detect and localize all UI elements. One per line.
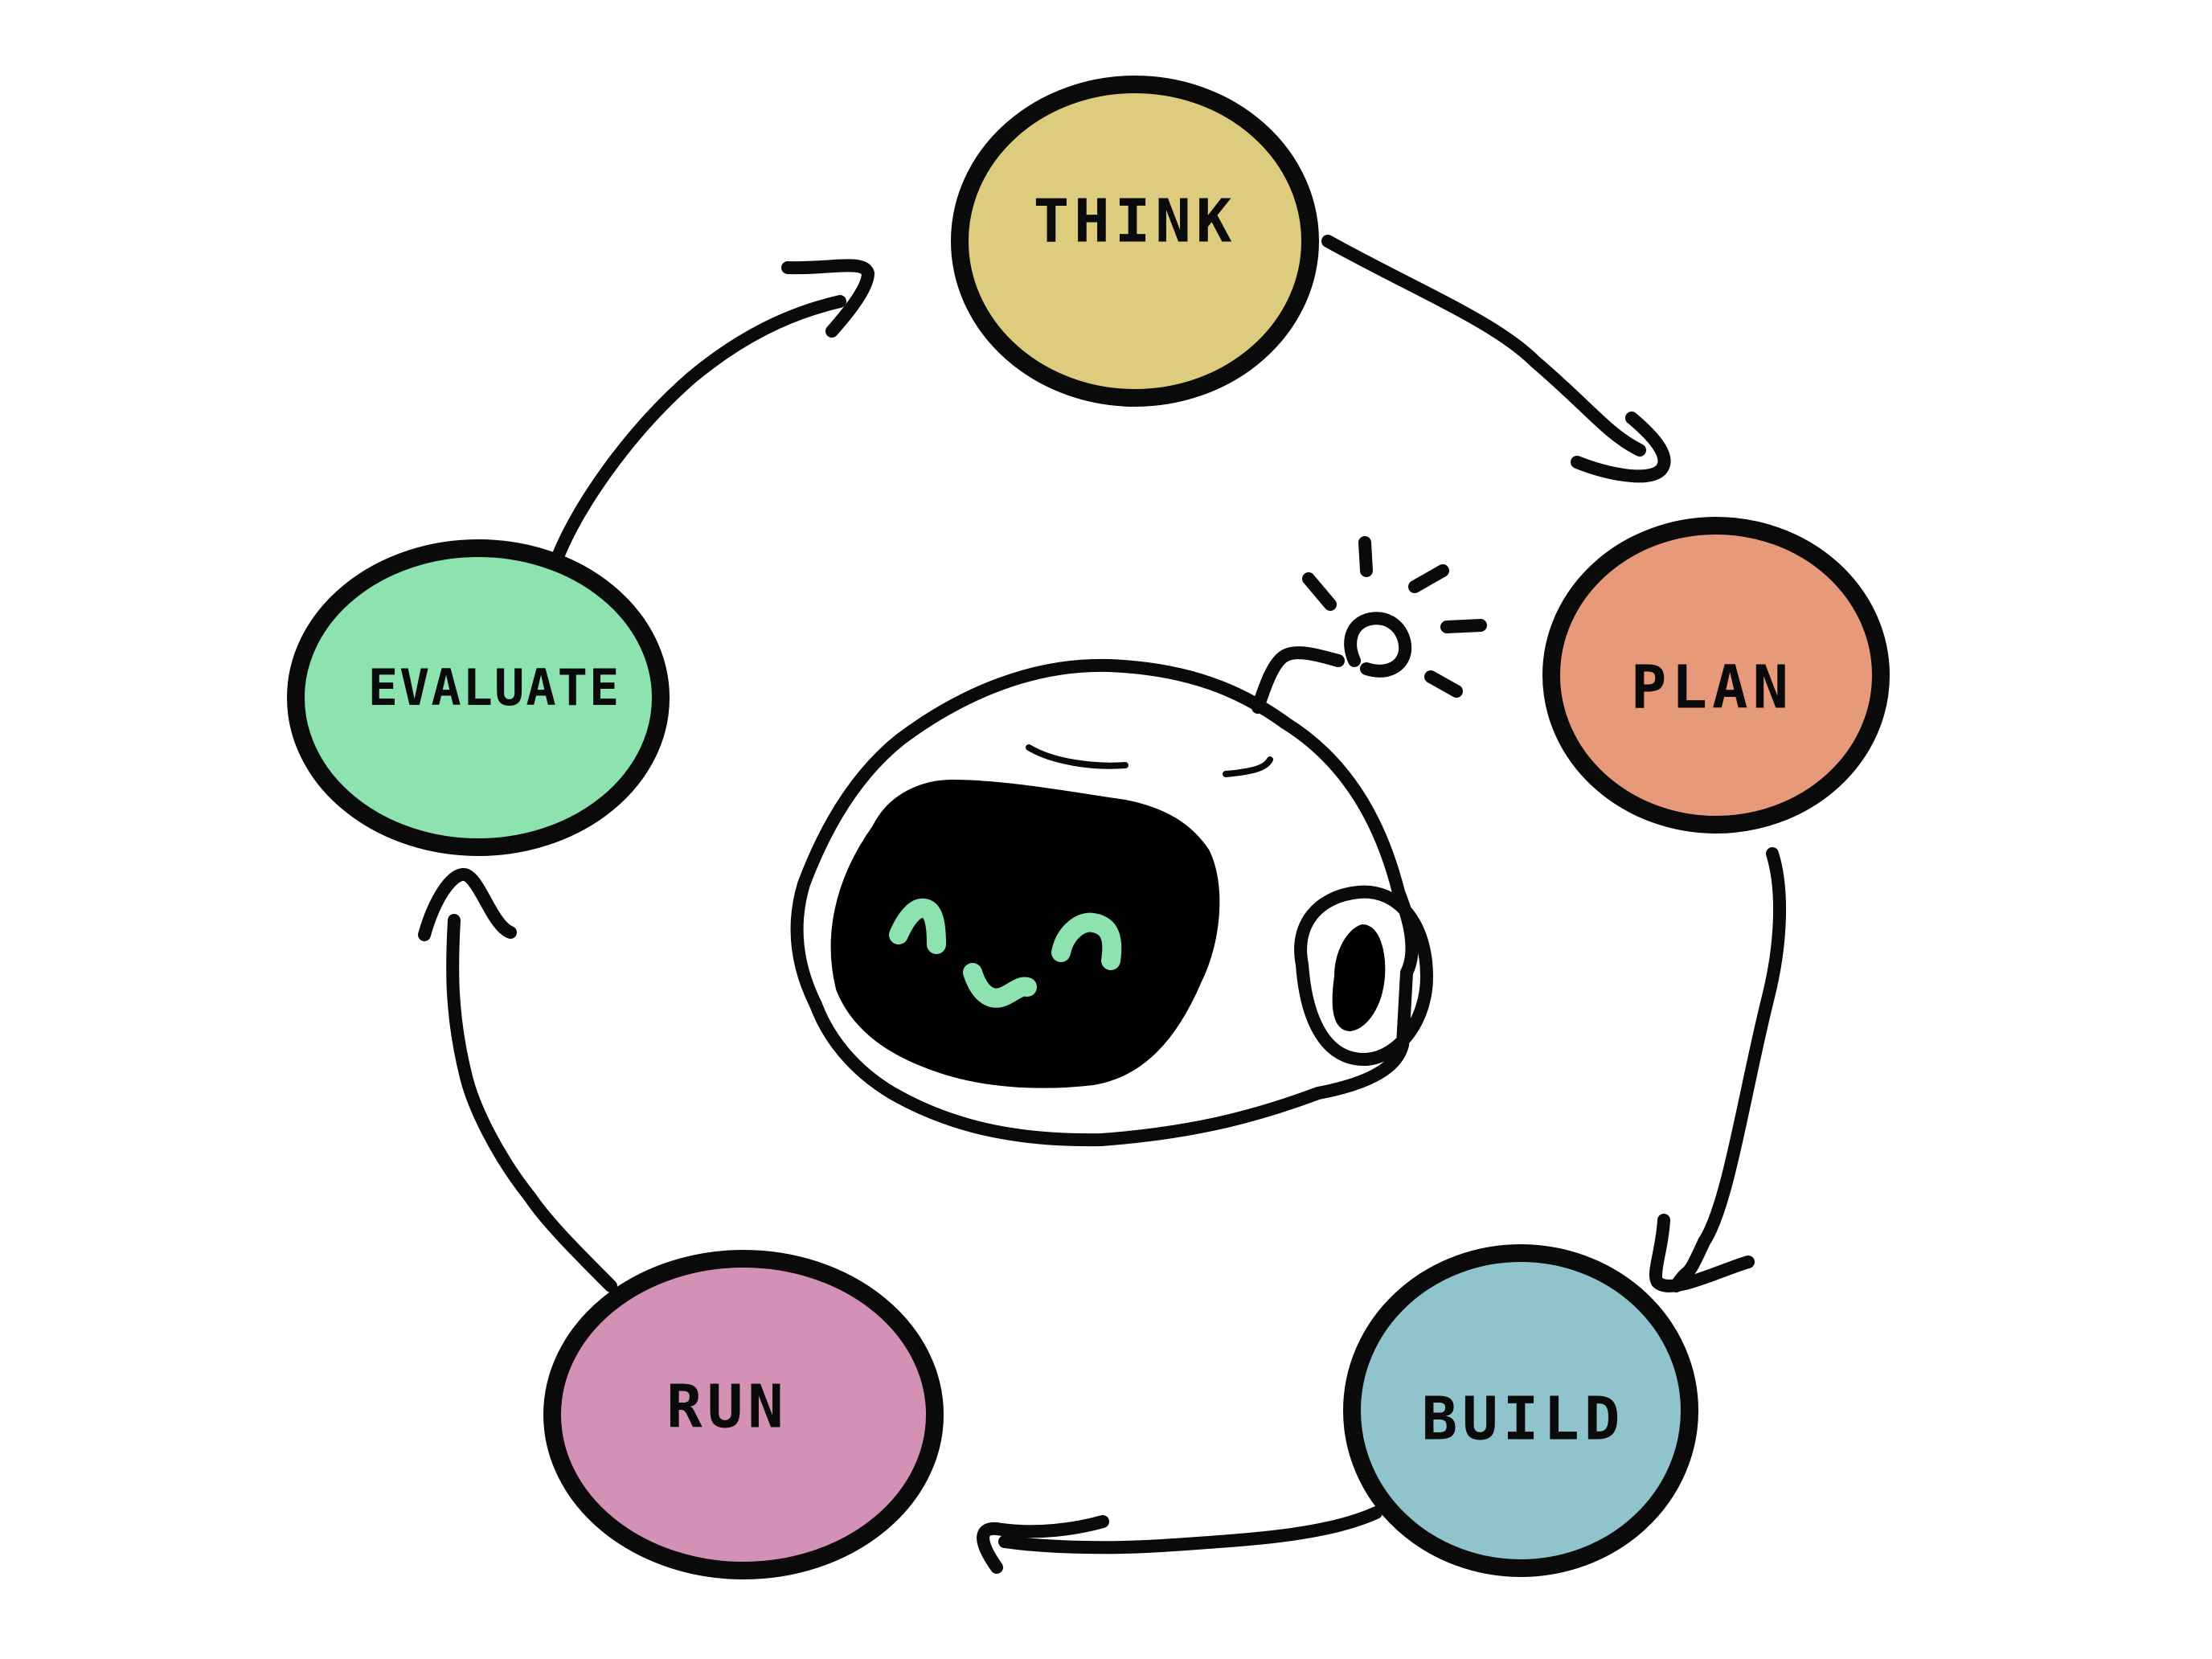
arrow-evaluate-to-think <box>552 259 875 561</box>
node-evaluate: EVALUATE <box>287 539 670 856</box>
node-build-blob <box>1343 1244 1698 1577</box>
node-evaluate-blob <box>287 539 670 856</box>
arrow-think-to-plan <box>1321 235 1671 483</box>
robot-head <box>790 658 1419 1147</box>
node-plan-label: PLAN <box>1631 653 1793 723</box>
robot-ear-inner <box>1332 924 1386 1032</box>
node-run-blob <box>543 1250 944 1579</box>
robot-mascot <box>790 536 1487 1147</box>
robot-mouth <box>963 963 1037 1008</box>
robot-right-eye <box>1051 912 1122 970</box>
node-run-label: RUN <box>666 1373 789 1442</box>
node-think-blob <box>951 76 1319 407</box>
robot-sparkle-right-down <box>1424 670 1463 698</box>
cycle-arrows <box>418 235 1787 1574</box>
arrow-build-to-run <box>977 1506 1382 1574</box>
robot-ear <box>1294 885 1433 1067</box>
node-think-label: THINK <box>1034 187 1237 256</box>
node-plan: PLAN <box>1542 517 1890 834</box>
node-build-label: BUILD <box>1422 1385 1625 1454</box>
robot-brow-left <box>1026 744 1129 769</box>
node-run: RUN <box>543 1250 944 1579</box>
robot-left-eye <box>889 898 946 954</box>
robot-sparkle-right <box>1440 619 1487 633</box>
robot-antenna-bulb <box>1344 612 1412 678</box>
robot-antenna-stem <box>1251 646 1345 714</box>
node-build: BUILD <box>1343 1244 1698 1577</box>
robot-sparkle-right-up <box>1408 564 1449 593</box>
robot-sparkle-left <box>1302 572 1337 611</box>
node-plan-blob <box>1542 517 1890 834</box>
node-evaluate-label: EVALUATE <box>368 658 621 717</box>
robot-sparkle-top <box>1358 536 1373 577</box>
robot-face-screen <box>830 779 1220 1088</box>
node-think: THINK <box>951 76 1319 407</box>
arrow-plan-to-build <box>1649 847 1787 1292</box>
arrow-run-to-evaluate <box>418 868 617 1292</box>
robot-brow-right <box>1223 756 1273 777</box>
